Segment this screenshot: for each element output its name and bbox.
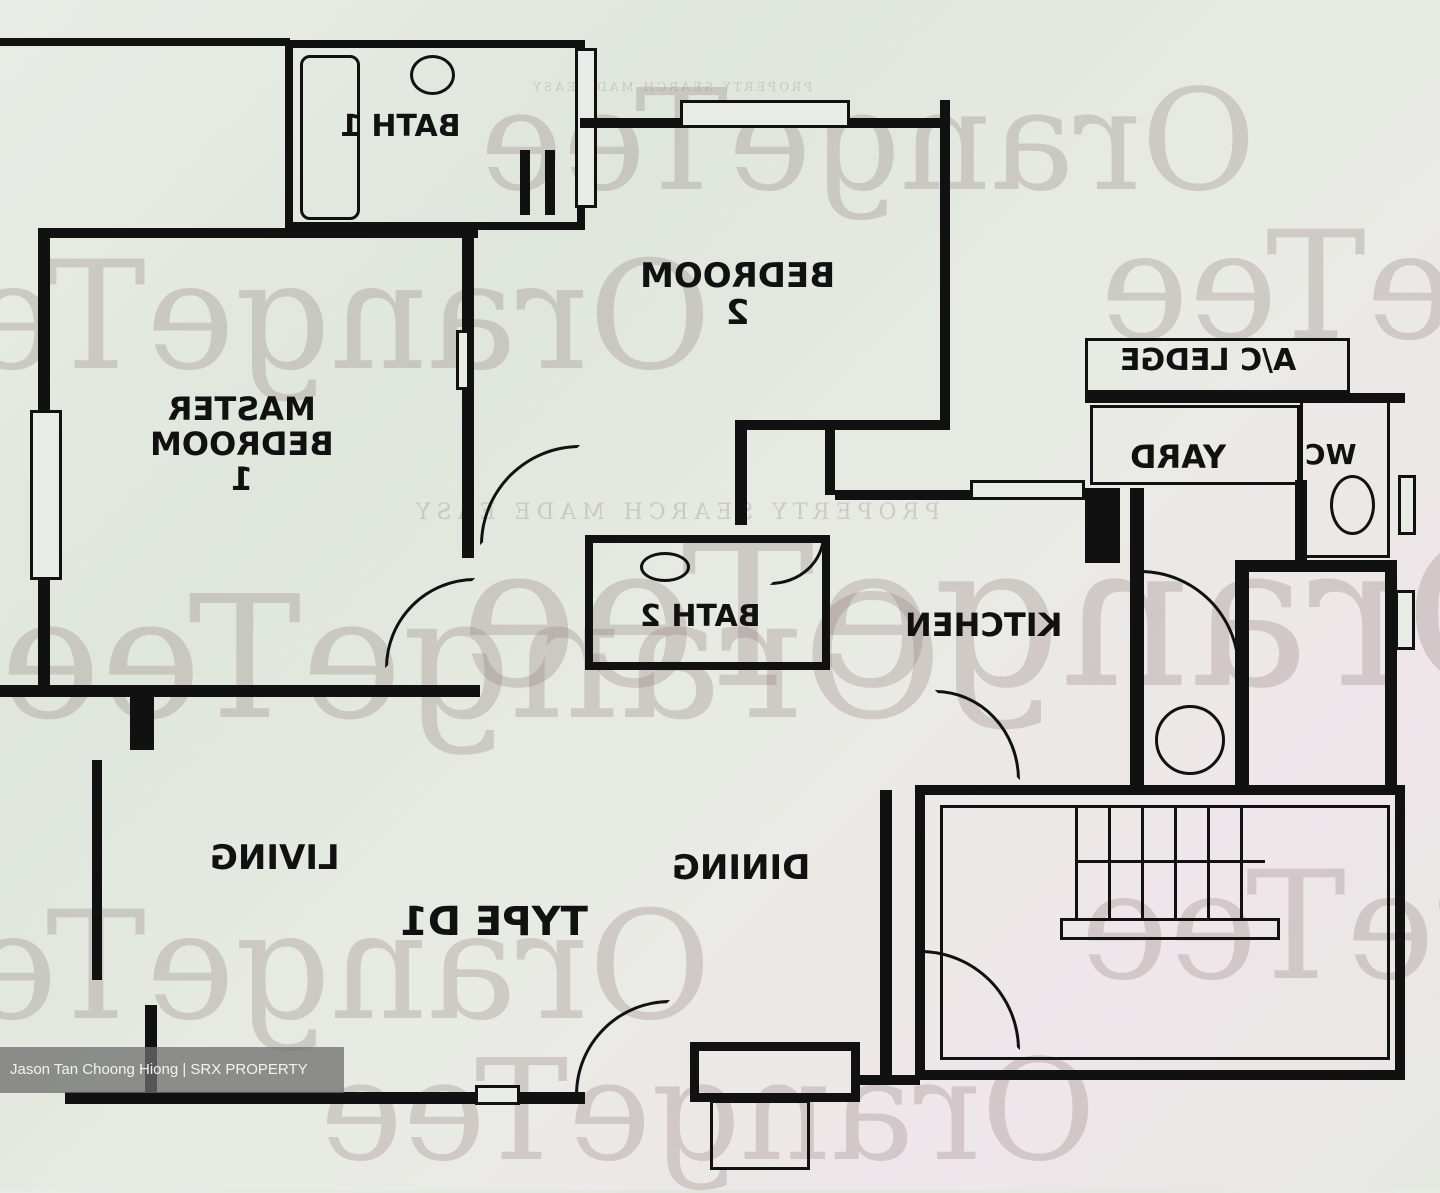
wall xyxy=(735,420,747,525)
toilet-icon xyxy=(410,55,455,95)
room-label-yard: YARD xyxy=(1130,438,1227,476)
wall xyxy=(940,100,950,430)
room-label-living: LIVING xyxy=(210,838,340,878)
photo-credit-caption: Jason Tan Choong Hiong | SRX PROPERTY xyxy=(0,1047,344,1093)
entrance-bay xyxy=(690,1042,860,1102)
wall xyxy=(1385,560,1397,790)
wc-outline xyxy=(1300,398,1390,558)
basin-icon xyxy=(640,552,690,582)
wall xyxy=(462,228,474,558)
watermark: OrangeTee xyxy=(0,230,712,404)
wall xyxy=(545,150,555,215)
wall xyxy=(860,1075,920,1085)
stair-landing xyxy=(1060,918,1280,940)
unit-type-label: TYPE D1 xyxy=(400,899,588,945)
wall xyxy=(1085,488,1120,563)
room-label-dining: DINING xyxy=(672,848,811,888)
window xyxy=(475,1085,520,1105)
wall xyxy=(1235,560,1249,790)
yard-outline xyxy=(1090,405,1300,485)
window xyxy=(970,480,1085,500)
window xyxy=(1395,590,1415,650)
stair-tread xyxy=(1075,860,1265,863)
room-label-ac-ledge: A/C LEDGE xyxy=(1120,343,1297,378)
wall xyxy=(735,420,950,430)
wall xyxy=(835,490,1095,500)
window xyxy=(575,48,597,208)
wall xyxy=(520,150,530,215)
room-label-wc: WC xyxy=(1305,438,1357,471)
bathtub xyxy=(300,55,360,220)
entrance-planter xyxy=(710,1100,810,1170)
wall xyxy=(825,420,835,495)
bath2-outline xyxy=(585,535,830,670)
wall xyxy=(92,760,102,980)
ac-ledge-outline xyxy=(1085,338,1350,393)
room-label-bath1: BATH 1 xyxy=(340,109,461,144)
room-label-master: MASTER BEDROOM 1 xyxy=(150,390,334,499)
wall xyxy=(0,685,480,697)
room-label-kitchen: KITCHEN xyxy=(905,606,1063,644)
window xyxy=(456,330,470,390)
window xyxy=(30,410,62,580)
toilet-icon xyxy=(1330,475,1375,535)
wall xyxy=(0,38,290,46)
wall xyxy=(1235,560,1395,572)
wall xyxy=(38,228,478,238)
wall xyxy=(130,695,154,750)
stair-core-inner xyxy=(940,805,1390,1060)
stair-core-outline xyxy=(915,785,1405,1080)
washer-icon xyxy=(1155,705,1225,775)
window xyxy=(680,100,850,128)
wall xyxy=(880,790,892,1080)
door-arc xyxy=(480,445,580,545)
wall xyxy=(1085,393,1405,403)
room-label-bedroom2: BEDROOM 2 xyxy=(640,256,836,334)
window xyxy=(1398,475,1416,535)
wall xyxy=(1130,488,1144,788)
wall xyxy=(65,1092,585,1104)
room-label-bath2: BATH 2 xyxy=(640,599,761,634)
